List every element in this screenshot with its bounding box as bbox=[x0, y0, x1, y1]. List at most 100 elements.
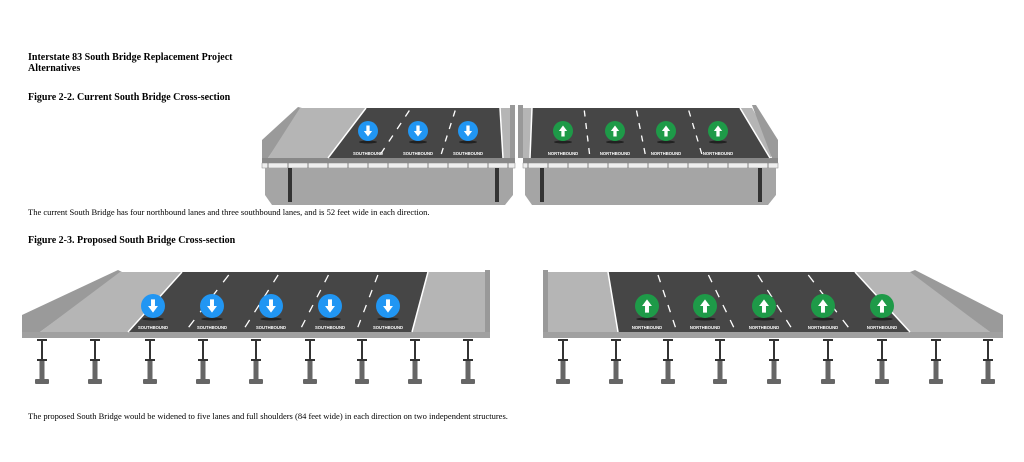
bridge-pier bbox=[303, 339, 317, 384]
lane-divider bbox=[244, 319, 251, 328]
northbound-lane-sign: NORTHBOUND bbox=[632, 294, 662, 330]
lane-label: NORTHBOUND bbox=[808, 325, 838, 330]
lane-label: NORTHBOUND bbox=[548, 151, 578, 156]
lane-divider bbox=[357, 319, 362, 328]
bridge-pier bbox=[35, 339, 49, 384]
lane-divider bbox=[452, 110, 456, 117]
bridge-pier bbox=[461, 339, 475, 384]
lane-divider bbox=[695, 135, 699, 142]
bridge-pier bbox=[661, 339, 675, 384]
northbound-lane-sign: NORTHBOUND bbox=[548, 121, 578, 156]
lane-divider bbox=[388, 135, 394, 142]
northbound-lane-sign: NORTHBOUND bbox=[808, 294, 838, 330]
lane-label: NORTHBOUND bbox=[690, 325, 720, 330]
lane-label: SOUTHBOUND bbox=[453, 151, 483, 156]
lane-divider bbox=[672, 319, 677, 328]
proposed-bridge-diagram bbox=[22, 270, 1003, 338]
edge-line bbox=[327, 107, 367, 159]
lane-divider bbox=[362, 304, 367, 313]
lane-divider bbox=[444, 135, 448, 142]
lane-label: NORTHBOUND bbox=[703, 151, 733, 156]
lane-divider bbox=[667, 304, 672, 313]
lane-divider bbox=[691, 122, 695, 130]
figure-2-3-heading: Figure 2-3. Proposed South Bridge Cross-… bbox=[28, 235, 236, 246]
lane-divider bbox=[585, 122, 588, 130]
lane-divider bbox=[396, 122, 402, 130]
lane-divider bbox=[688, 110, 692, 117]
bridge-pier bbox=[821, 339, 835, 384]
lane-divider bbox=[776, 304, 783, 313]
lane-divider bbox=[635, 110, 639, 117]
northbound-lane-sign: NORTHBOUND bbox=[703, 121, 733, 156]
lane-divider bbox=[729, 319, 735, 328]
lane-label: SOUTHBOUND bbox=[197, 325, 227, 330]
lane-label: NORTHBOUND bbox=[651, 151, 681, 156]
document-title: Interstate 83 South Bridge Replacement P… bbox=[28, 52, 233, 63]
lane-divider bbox=[842, 319, 849, 328]
lane-divider bbox=[638, 122, 641, 130]
lane-label: NORTHBOUND bbox=[749, 325, 779, 330]
figure-2-2-caption: The current South Bridge has four northb… bbox=[28, 207, 430, 217]
lane-divider bbox=[662, 289, 667, 298]
lane-divider bbox=[316, 289, 322, 298]
bridge-pier bbox=[981, 339, 995, 384]
lane-label: NORTHBOUND bbox=[600, 151, 630, 156]
bridge-pier bbox=[875, 339, 889, 384]
lane-label: SOUTHBOUND bbox=[315, 325, 345, 330]
lane-divider bbox=[657, 274, 662, 283]
bridge-pier bbox=[713, 339, 727, 384]
lane-divider bbox=[707, 274, 713, 283]
northbound-lane-sign: NORTHBOUND bbox=[867, 294, 897, 330]
lane-divider bbox=[300, 319, 306, 328]
bridge-pier bbox=[929, 339, 943, 384]
southbound-lane-sign: SOUTHBOUND bbox=[315, 294, 345, 330]
lane-divider bbox=[222, 274, 230, 283]
bridge-pier bbox=[767, 339, 781, 384]
current-northbound-structure bbox=[518, 105, 779, 205]
bridge-pier bbox=[408, 339, 422, 384]
lane-divider bbox=[253, 304, 260, 313]
lane-label: NORTHBOUND bbox=[867, 325, 897, 330]
lane-label: SOUTHBOUND bbox=[256, 325, 286, 330]
southbound-lane-sign: SOUTHBOUND bbox=[403, 121, 433, 156]
lane-label: SOUTHBOUND bbox=[138, 325, 168, 330]
southbound-lane-sign: SOUTHBOUND bbox=[138, 294, 168, 330]
lane-divider bbox=[807, 274, 815, 283]
bridge-pier bbox=[88, 339, 102, 384]
lane-divider bbox=[586, 135, 589, 142]
lane-label: SOUTHBOUND bbox=[403, 151, 433, 156]
edge-line bbox=[739, 107, 771, 159]
lane-divider bbox=[699, 147, 703, 155]
lane-divider bbox=[404, 110, 410, 117]
lane-label: SOUTHBOUND bbox=[373, 325, 403, 330]
edge-line bbox=[499, 107, 504, 159]
bridge-pier bbox=[143, 339, 157, 384]
southbound-lane-sign: SOUTHBOUND bbox=[353, 121, 383, 156]
lane-divider bbox=[643, 147, 646, 155]
edge-line bbox=[411, 271, 429, 333]
edge-line bbox=[529, 107, 533, 159]
lane-divider bbox=[324, 274, 330, 283]
bridge-pier bbox=[556, 339, 570, 384]
figure-2-3-caption: The proposed South Bridge would be widen… bbox=[28, 411, 508, 421]
lane-divider bbox=[715, 289, 720, 298]
lane-divider bbox=[272, 274, 279, 283]
lane-label: NORTHBOUND bbox=[632, 325, 662, 330]
bridge-pier bbox=[196, 339, 210, 384]
lane-divider bbox=[722, 304, 728, 313]
northbound-lane-sign: NORTHBOUND bbox=[690, 294, 720, 330]
lane-divider bbox=[368, 289, 373, 298]
bridge-pier bbox=[609, 339, 623, 384]
bridge-pier bbox=[355, 339, 369, 384]
bridge-pier bbox=[249, 339, 263, 384]
lane-divider bbox=[757, 274, 764, 283]
document-subtitle: Alternatives bbox=[28, 63, 81, 74]
lane-divider bbox=[588, 147, 591, 155]
current-bridge-diagram bbox=[261, 105, 779, 205]
lane-divider bbox=[785, 319, 792, 328]
lane-divider bbox=[766, 289, 773, 298]
southbound-lane-sign: SOUTHBOUND bbox=[256, 294, 286, 330]
lane-divider bbox=[640, 135, 644, 142]
lane-label: SOUTHBOUND bbox=[353, 151, 383, 156]
